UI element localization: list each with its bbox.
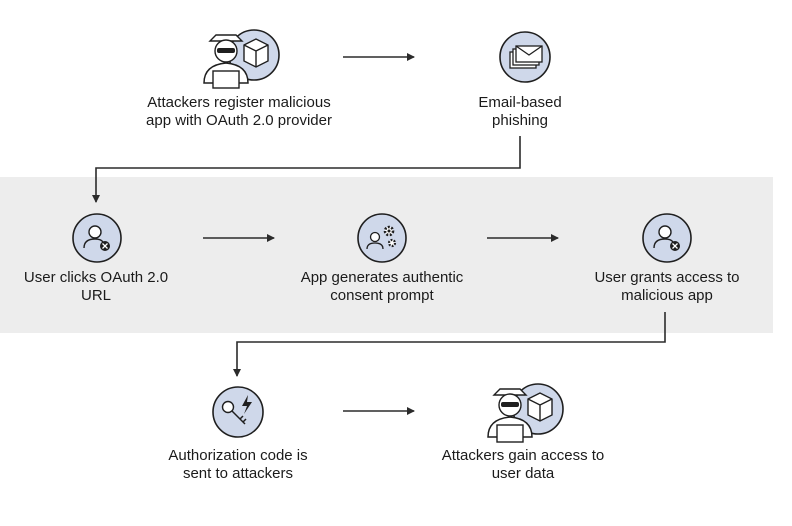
- user-x-icon: [71, 212, 123, 264]
- step-label-phishing: Email-based phishing: [478, 94, 562, 129]
- hacker-package-icon: [196, 27, 286, 89]
- user-x-icon: [641, 212, 693, 264]
- step-label-gain-access: Attackers gain access to user data: [441, 447, 605, 482]
- step-label-user-grants: User grants access to malicious app: [594, 269, 740, 304]
- step-label-register: Attackers register malicious app with OA…: [146, 94, 332, 129]
- users-gear-icon: [356, 212, 408, 264]
- step-label-user-clicks: User clicks OAuth 2.0 URL: [23, 269, 169, 304]
- step-label-consent: App generates authentic consent prompt: [300, 269, 464, 304]
- email-stack-icon: [498, 30, 552, 84]
- arrow-user-grants-to-auth-code: [233, 312, 666, 377]
- arrow-phishing-to-user-clicks: [92, 136, 521, 203]
- hacker-package-icon: [480, 381, 570, 443]
- key-lightning-icon: [211, 385, 265, 439]
- step-label-auth-code: Authorization code is sent to attackers: [168, 447, 308, 482]
